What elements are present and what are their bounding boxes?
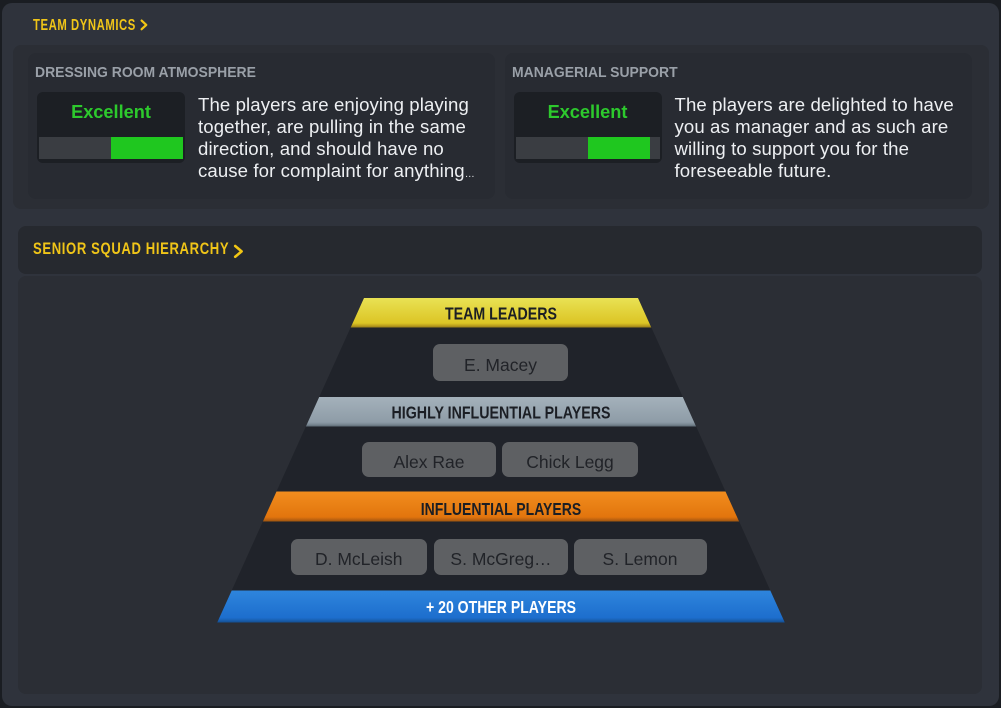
svg-text:+ 20 OTHER PLAYERS: + 20 OTHER PLAYERS (426, 597, 576, 617)
svg-text:INFLUENTIAL PLAYERS: INFLUENTIAL PLAYERS (421, 499, 582, 519)
svg-text:TEAM LEADERS: TEAM LEADERS (445, 304, 557, 324)
svg-text:HIGHLY INFLUENTIAL PLAYERS: HIGHLY INFLUENTIAL PLAYERS (392, 403, 611, 423)
